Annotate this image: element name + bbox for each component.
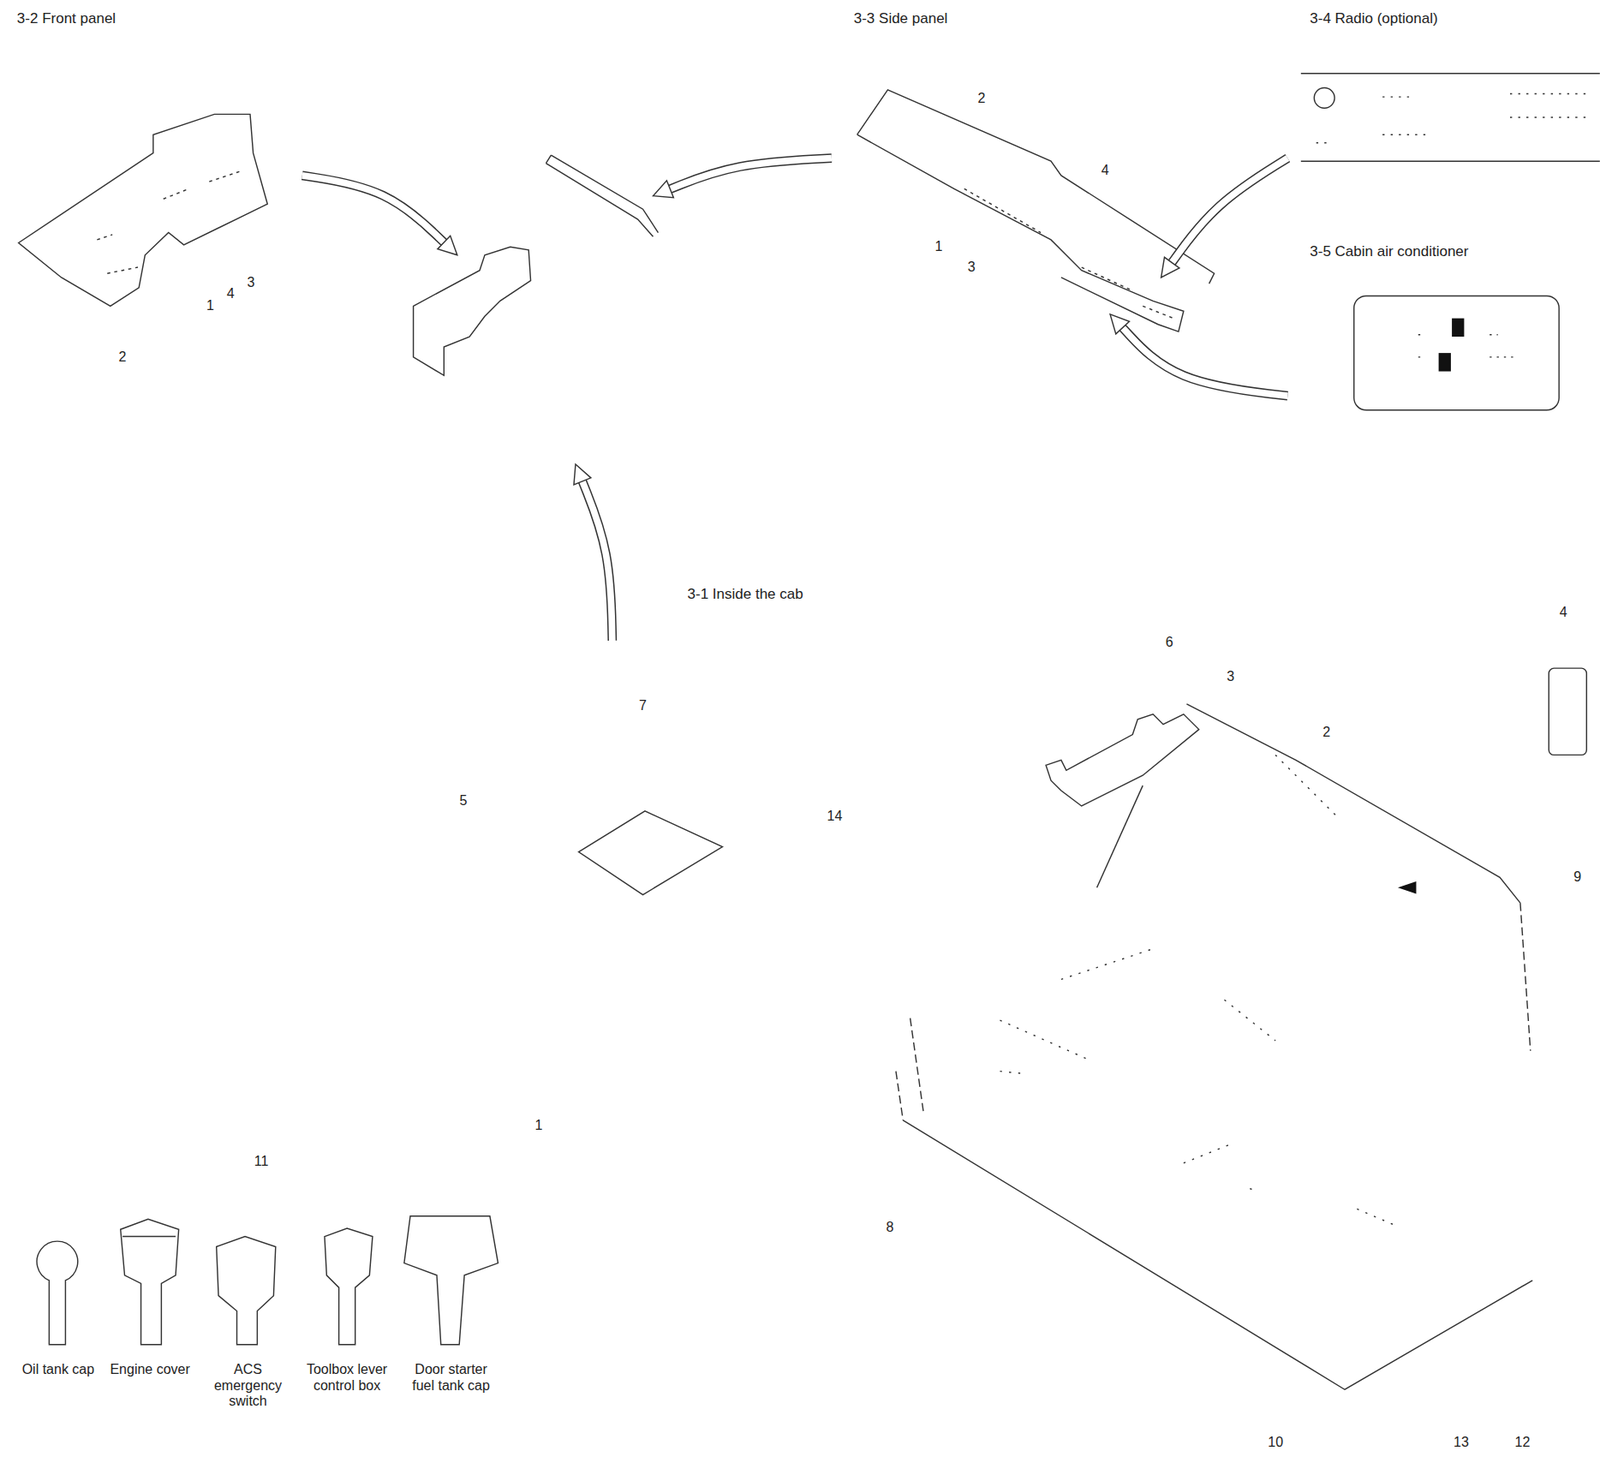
- callout-number: 4: [1558, 604, 1570, 621]
- key-caption: Toolbox lever control box: [300, 1361, 395, 1394]
- callout-number: 1: [933, 238, 945, 255]
- callout-number: 3: [245, 274, 257, 291]
- floor-pad: [579, 811, 723, 896]
- callout-number: 4: [1099, 162, 1111, 179]
- front-panel-small: [413, 246, 532, 376]
- callout-number: 6: [1164, 634, 1176, 651]
- view-title: 3-2 Front panel: [15, 10, 118, 28]
- callout-number: 5: [457, 793, 469, 809]
- callout-number: 8: [883, 1219, 896, 1236]
- callout-number: 2: [1320, 724, 1332, 741]
- armrest: [1045, 714, 1200, 806]
- view-title: 3-5 Cabin air conditioner: [1307, 243, 1470, 261]
- callout-number: 2: [117, 349, 129, 365]
- callout-number: 3: [1224, 668, 1236, 685]
- callout-number: 12: [1513, 1434, 1533, 1451]
- key-caption: ACS emergency switch: [201, 1361, 295, 1409]
- callout-number: 3: [966, 259, 978, 275]
- callout-number: 1: [204, 298, 216, 314]
- key-drawings: [36, 1216, 498, 1345]
- callout-number: 14: [825, 808, 845, 824]
- callout-number: 9: [1571, 869, 1583, 885]
- callout-number: 10: [1265, 1434, 1285, 1451]
- cab-console: [1186, 704, 1520, 903]
- callout-number: 4: [225, 286, 237, 302]
- key-caption: Oil tank cap: [11, 1361, 105, 1378]
- cab-floor: [902, 1120, 1533, 1390]
- side-item: [1548, 668, 1587, 755]
- side-panel-drawing: [857, 89, 1215, 332]
- callout-number: 11: [252, 1153, 271, 1170]
- key-caption: Door starter fuel tank cap: [403, 1361, 499, 1394]
- view-title: 3-1 Inside the cab: [686, 585, 806, 603]
- radio-drawing: [1301, 73, 1600, 162]
- callout-number: 1: [533, 1117, 545, 1134]
- air-conditioner-drawing: [1354, 295, 1559, 410]
- side-panel-small: [545, 155, 658, 237]
- callout-number: 7: [637, 698, 649, 714]
- view-title: 3-4 Radio (optional): [1307, 10, 1439, 28]
- front-panel-drawing: [18, 113, 269, 306]
- callout-number: 2: [976, 90, 988, 107]
- view-title: 3-3 Side panel: [852, 10, 950, 28]
- key-caption: Engine cover: [103, 1361, 198, 1378]
- pointer-arrows: [302, 158, 1289, 641]
- callout-number: 13: [1451, 1434, 1471, 1451]
